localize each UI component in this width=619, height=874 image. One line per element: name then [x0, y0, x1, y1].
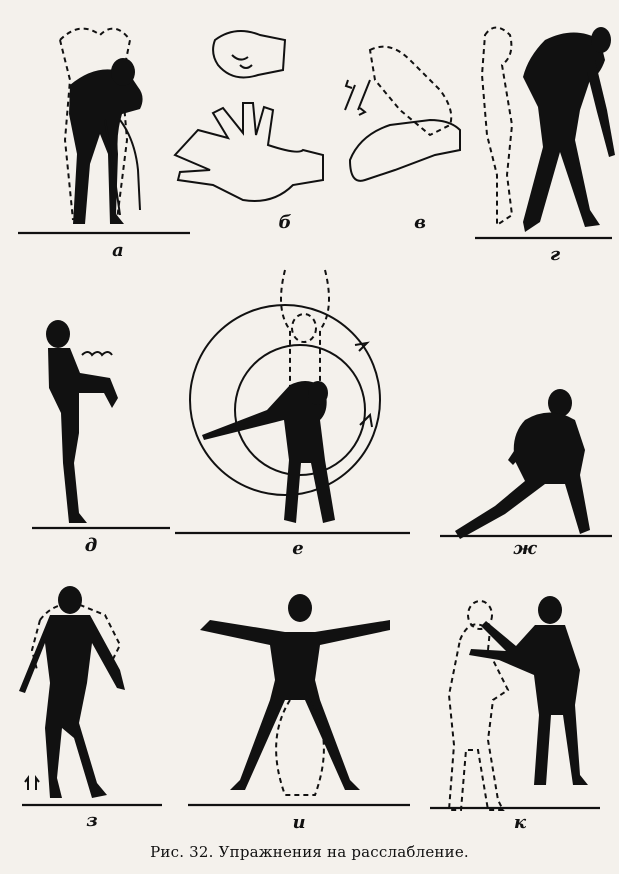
panel-e-figure [175, 269, 410, 535]
panel-i-figure [188, 594, 410, 807]
panel-a-figure [18, 27, 190, 235]
panel-label-i: и [292, 812, 306, 833]
panel-g-figure [475, 26, 615, 240]
panel-v-figure [344, 45, 461, 182]
panel-label-zh: ж [513, 538, 537, 559]
panel-z-figure [19, 586, 162, 807]
panel-label-b: б [278, 212, 292, 233]
panel-label-e: е [292, 538, 304, 559]
panel-label-v: в [414, 212, 426, 233]
panel-label-k: к [513, 812, 527, 833]
figure-caption: Рис. 32. Упражнения на расслабление. [150, 843, 469, 861]
panel-d-figure [32, 320, 170, 530]
panel-k-figure [430, 596, 600, 811]
panel-label-a: а [112, 240, 124, 261]
panel-b-figure [173, 30, 324, 202]
panel-label-g: г [549, 244, 561, 265]
panel-label-d: д [84, 535, 98, 556]
panel-label-z: з [86, 810, 98, 831]
panel-zh-figure [440, 389, 612, 539]
